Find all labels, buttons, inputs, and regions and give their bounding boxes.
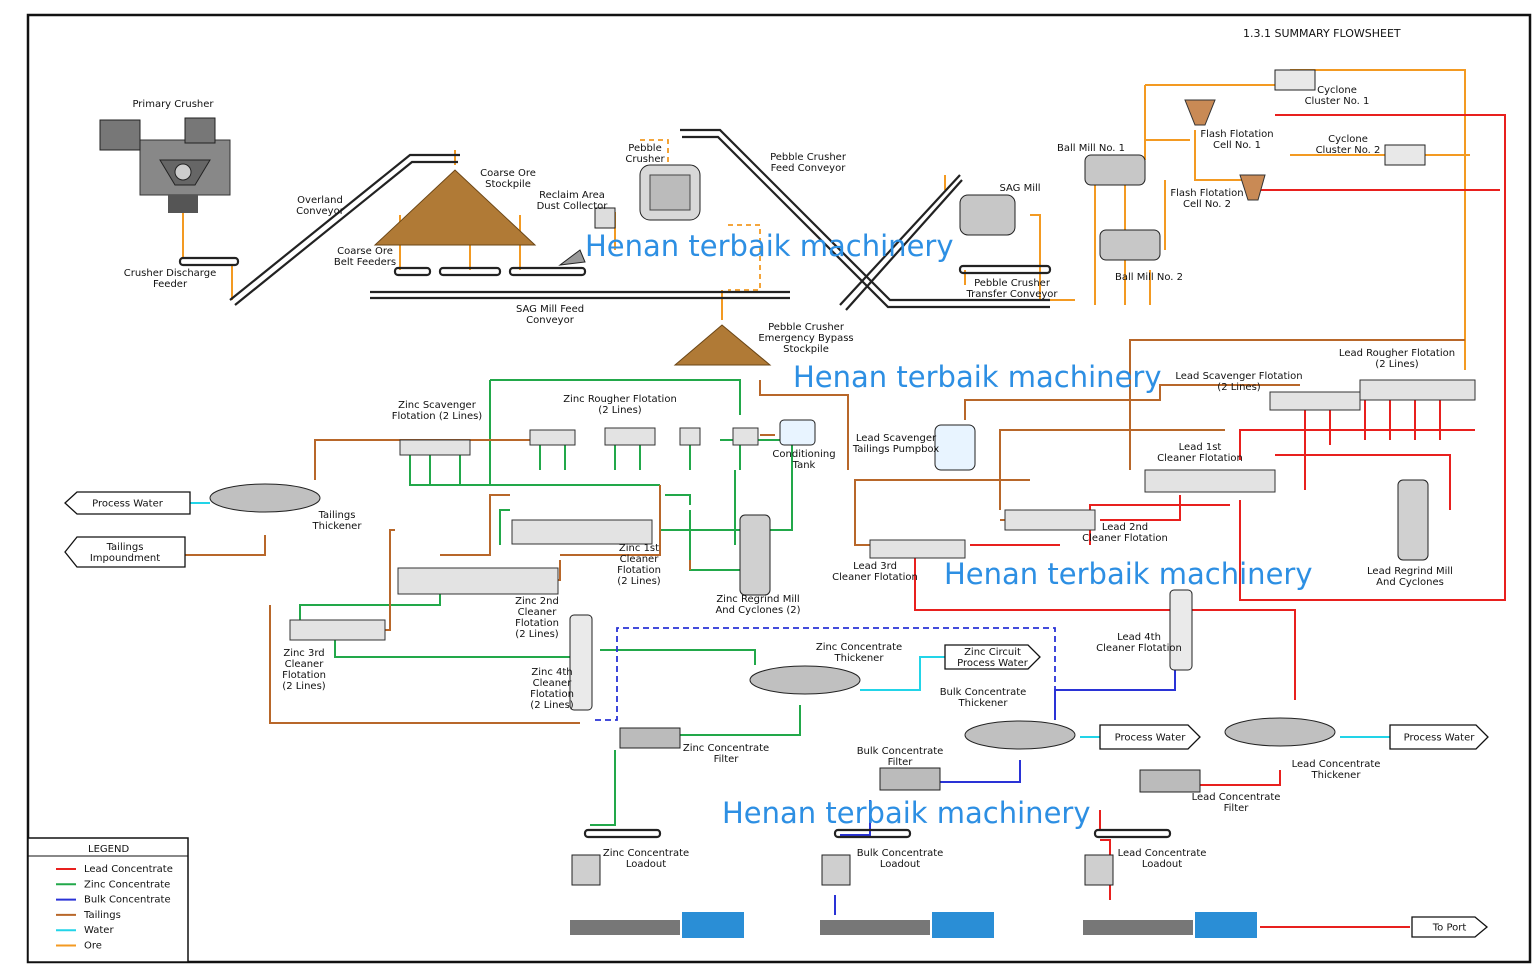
watermark-text: Henan terbaik machinery bbox=[793, 360, 1162, 394]
equipment-label: Primary Crusher bbox=[132, 99, 214, 110]
outlet-arrow bbox=[64, 536, 186, 568]
legend-item-label: Zinc Concentrate bbox=[84, 879, 170, 890]
outlet-arrow bbox=[1411, 916, 1489, 938]
bulk-flow-lines bbox=[834, 670, 1176, 915]
watermark-text: Henan terbaik machinery bbox=[722, 796, 1091, 830]
bulk-dashed-line bbox=[595, 627, 1056, 721]
water-flow-lines bbox=[190, 502, 1390, 738]
legend-item-label: Bulk Concentrate bbox=[84, 895, 171, 906]
outlet-label: Process Water bbox=[1404, 733, 1476, 744]
lead-flow-lines bbox=[914, 114, 1506, 928]
tailings-flow-lines bbox=[185, 339, 1465, 724]
primary-crusher bbox=[99, 117, 231, 213]
flowsheet-title: 1.3.1 SUMMARY FLOWSHEET bbox=[1243, 27, 1401, 40]
outlet-arrow bbox=[1389, 724, 1489, 750]
mills bbox=[959, 154, 1161, 261]
regrind-mills-cyclones bbox=[569, 419, 1429, 711]
legend-item-label: Water bbox=[84, 925, 114, 936]
equipment-label: SAG Mill bbox=[999, 183, 1040, 194]
outlet-arrow bbox=[1099, 724, 1201, 750]
lead-flotation-banks bbox=[869, 379, 1476, 559]
outlet-label: To Port bbox=[1432, 923, 1467, 934]
cyclone-clusters bbox=[1274, 69, 1426, 166]
legend-item-label: Ore bbox=[84, 941, 102, 952]
equipment-label: Lead Rougher Flotation(2 Lines) bbox=[1339, 348, 1455, 370]
rail-trains bbox=[570, 912, 1257, 938]
thickeners bbox=[209, 483, 1336, 750]
filters bbox=[619, 727, 1201, 793]
outlet-label: Process Water bbox=[92, 499, 164, 510]
outlet-arrow bbox=[944, 644, 1041, 670]
watermark-text: Henan terbaik machinery bbox=[585, 229, 954, 263]
equipment-label: Zinc Rougher Flotation(2 Lines) bbox=[563, 394, 677, 416]
outlet-arrow bbox=[64, 491, 191, 515]
zinc-flow-lines bbox=[299, 379, 801, 826]
zinc-flotation-banks bbox=[289, 427, 759, 641]
watermark-text: Henan terbaik machinery bbox=[944, 557, 1313, 591]
equipment-label: Lead Scavenger Flotation(2 Lines) bbox=[1175, 371, 1302, 393]
stockpiles bbox=[373, 169, 772, 366]
equipment-label: Ball Mill No. 1 bbox=[1057, 143, 1125, 154]
outlet-label: Process Water bbox=[1115, 733, 1187, 744]
page-border bbox=[26, 13, 1532, 964]
legend-item-label: Lead Concentrate bbox=[84, 864, 173, 875]
legend-item-label: Tailings bbox=[83, 910, 121, 921]
flash-flotation-cells bbox=[1184, 99, 1266, 201]
conveyors bbox=[178, 128, 1172, 839]
loadout-bins bbox=[571, 854, 1114, 886]
pebble-crusher bbox=[558, 164, 701, 266]
equipment-label: Ball Mill No. 2 bbox=[1115, 272, 1183, 283]
legend-title: LEGEND bbox=[88, 844, 129, 855]
